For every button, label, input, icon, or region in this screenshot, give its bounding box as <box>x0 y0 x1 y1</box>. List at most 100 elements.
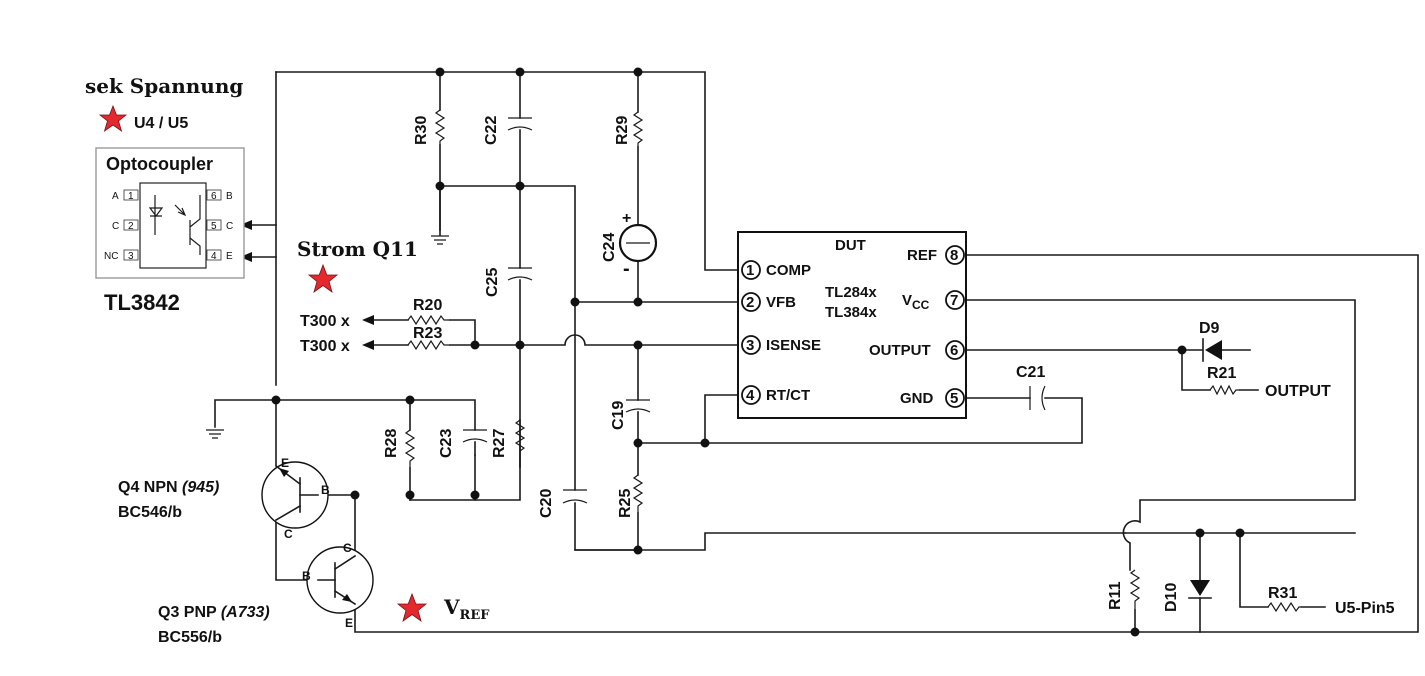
capacitor-c25 <box>507 267 533 281</box>
ic-part1-label: TL284x <box>825 284 877 301</box>
c24-minus-label: - <box>623 258 630 280</box>
ic-pin4-number: 4 <box>746 387 755 404</box>
c24-plus-label: + <box>622 210 631 227</box>
ic-pin2-label: VFB <box>766 294 796 311</box>
opto-pin-nc: NC <box>104 251 118 262</box>
ic-pin5-number: 5 <box>950 390 958 407</box>
opto-pin-2: 2 <box>128 221 134 232</box>
opto-pin-1: 1 <box>128 191 134 202</box>
opto-pin-e: E <box>226 251 233 262</box>
vref-label: VREF <box>443 595 490 623</box>
junction-dots <box>271 67 1245 637</box>
vref-subscript: REF <box>460 608 491 623</box>
ground-symbol-left <box>206 429 224 439</box>
arrow-opto-e <box>240 252 252 262</box>
q4-type-text: Q4 NPN <box>118 479 182 496</box>
q3-type-label: Q3 PNP (A733) <box>158 604 270 621</box>
c21-label: C21 <box>1016 364 1045 381</box>
arrow-opto-c <box>240 220 252 230</box>
c24-label: C24 <box>601 233 618 262</box>
opto-pin-3: 3 <box>128 251 134 262</box>
ic-pin1-label: COMP <box>766 262 811 279</box>
ground-symbol-r30 <box>431 235 449 245</box>
q4-collector-pin: C <box>284 527 293 541</box>
q3-base-pin: B <box>302 569 311 583</box>
resistor-r21 <box>1209 384 1240 396</box>
ic-pin8-label: REF <box>907 247 937 264</box>
q4-type-label: Q4 NPN (945) <box>118 479 219 496</box>
t300-connector-1: T300 x <box>300 313 350 330</box>
diode-d9 <box>1202 338 1222 362</box>
ic-pin6-label: OUTPUT <box>869 342 931 359</box>
opto-pin-b: B <box>226 191 233 202</box>
ic-pin8-number: 8 <box>950 247 958 264</box>
resistor-r25 <box>632 474 644 513</box>
resistor-r29 <box>632 111 644 147</box>
star-marker-vref <box>396 592 428 623</box>
capacitor-c19 <box>625 399 651 413</box>
c20-label: C20 <box>538 489 555 518</box>
ic-dut-label: DUT <box>835 237 866 254</box>
ic-pin4-label: RT/CT <box>766 387 810 404</box>
r25-label: R25 <box>617 489 634 518</box>
q4-code-text: (945) <box>182 479 219 496</box>
r20-label: R20 <box>413 297 442 314</box>
transistor-q3-pnp <box>306 546 374 614</box>
q3-emitter-pin: E <box>345 616 353 630</box>
diode-d10 <box>1188 580 1212 599</box>
u4-u5-label: U4 / U5 <box>134 115 188 132</box>
transistor-q4-npn <box>261 461 329 529</box>
c25-label: C25 <box>484 268 501 297</box>
ic-pin3-label: ISENSE <box>766 337 821 354</box>
ic-pin7-label: VCC <box>902 292 930 312</box>
q3-part-label: BC556/b <box>158 629 222 646</box>
resistor-r23 <box>407 339 450 351</box>
ic-part2-label: TL384x <box>825 304 877 321</box>
r21-label: R21 <box>1207 365 1236 382</box>
opto-pin-5: 5 <box>211 221 217 232</box>
ic-pin7-number: 7 <box>950 292 958 309</box>
ic-pin5-label: GND <box>900 390 934 407</box>
optocoupler-title: Optocoupler <box>106 154 213 174</box>
output-connector: OUTPUT <box>1265 383 1331 400</box>
voltage-source-c24 <box>618 223 658 263</box>
wires <box>214 71 1419 633</box>
strom-q11-label: Strom Q11 <box>297 237 418 261</box>
star-marker-u4-u5 <box>98 104 128 132</box>
capacitor-c20 <box>562 489 588 504</box>
q3-code-text: (A733) <box>221 604 270 621</box>
capacitor-c23 <box>462 429 488 456</box>
q4-part-label: BC546/b <box>118 504 182 521</box>
q4-emitter-pin: E <box>281 456 289 470</box>
ic-pin6-number: 6 <box>950 342 958 359</box>
r27-label: R27 <box>491 429 508 458</box>
ic-pin7-sub: CC <box>912 298 930 312</box>
t300-connector-2: T300 x <box>300 338 350 355</box>
arrow-t300-1 <box>362 315 374 325</box>
r28-label: R28 <box>383 429 400 458</box>
r30-label: R30 <box>413 116 430 145</box>
q4-base-pin: B <box>321 483 330 497</box>
opto-pin-c-left: C <box>112 221 119 232</box>
resistor-r31 <box>1267 601 1302 613</box>
resistor-r28 <box>404 429 416 468</box>
resistor-r30 <box>434 109 446 145</box>
q3-collector-pin: C <box>343 541 352 555</box>
resistor-r27 <box>514 419 526 467</box>
capacitor-c22 <box>507 117 533 131</box>
r31-label: R31 <box>1268 585 1297 602</box>
q3-type-text: Q3 PNP <box>158 604 221 621</box>
r23-label: R23 <box>413 325 442 342</box>
c23-label: C23 <box>438 429 455 458</box>
c19-label: C19 <box>610 401 627 430</box>
ic-pin7-main: V <box>902 292 912 309</box>
opto-pin-a: A <box>112 191 119 202</box>
ic-pin2-number: 2 <box>746 294 754 311</box>
r29-label: R29 <box>614 116 631 145</box>
ic-pin1-number: 1 <box>746 262 754 279</box>
arrow-t300-2 <box>362 340 374 350</box>
ic-dut-body <box>737 231 967 419</box>
r11-label: R11 <box>1107 581 1124 610</box>
